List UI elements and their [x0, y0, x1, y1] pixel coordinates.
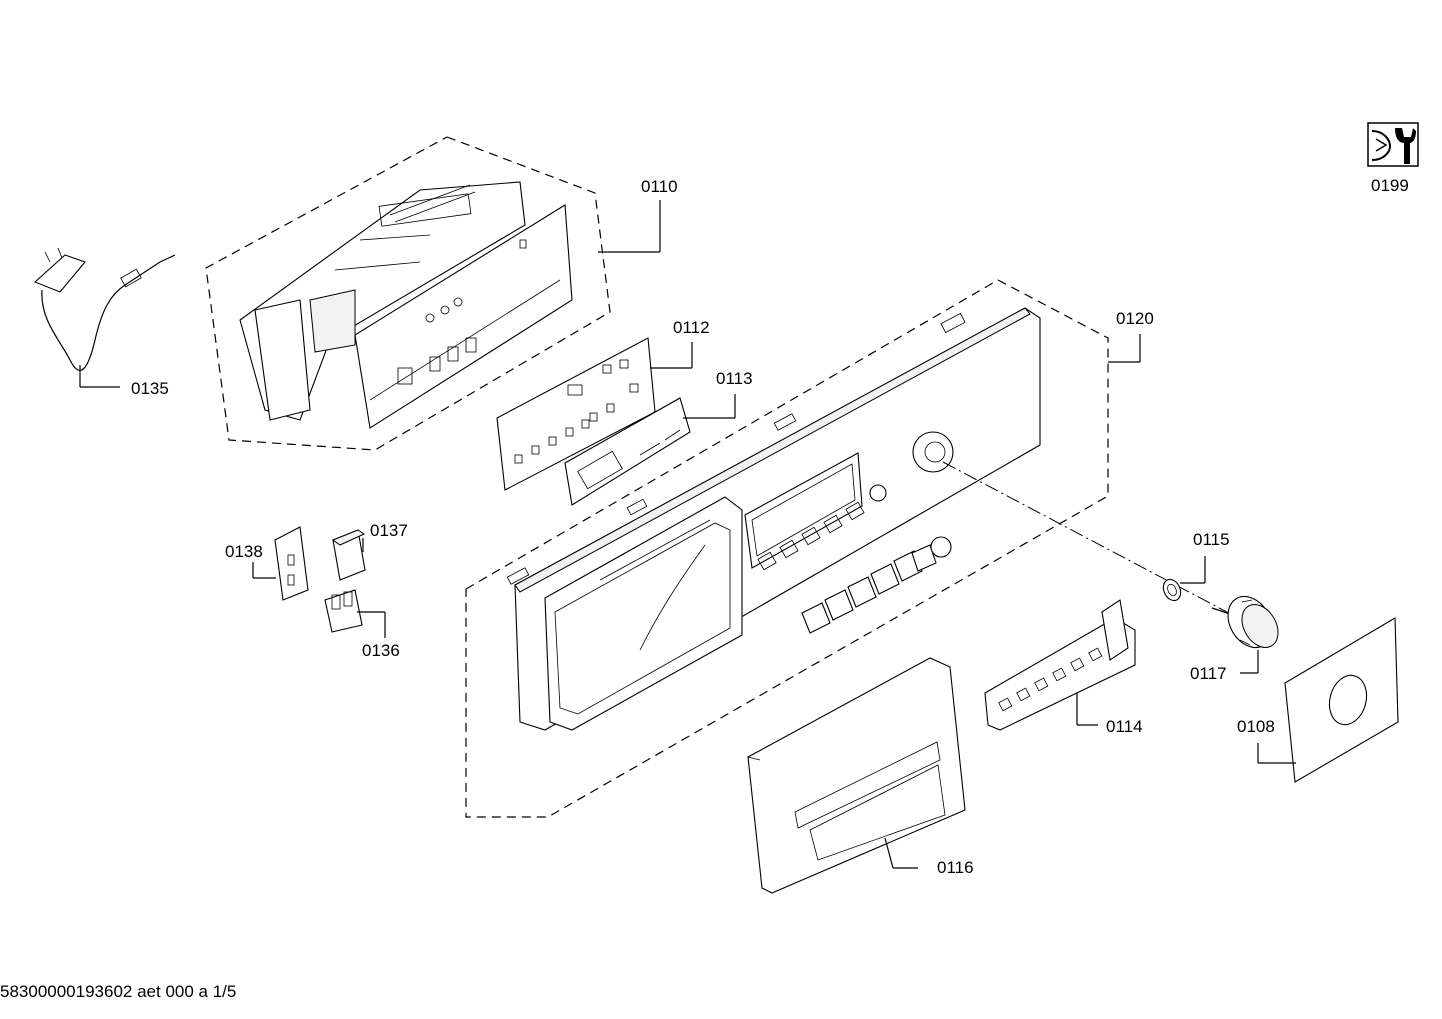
- label-0114: 0114: [1106, 717, 1143, 736]
- drawer-handle-0116: [747, 657, 966, 894]
- label-0110: 0110: [641, 177, 678, 196]
- label-0108: 0108: [1237, 717, 1275, 736]
- label-0115: 0115: [1193, 530, 1230, 549]
- label-0137: 0137: [370, 521, 408, 540]
- wrench-tool-icon: [1367, 122, 1419, 167]
- led-carrier: [564, 397, 691, 506]
- push-button-row: [801, 536, 952, 634]
- label-0135: 0135: [131, 379, 169, 398]
- filter-capacitor-0137: [331, 529, 366, 581]
- programme-knob-0117: [1211, 596, 1279, 648]
- decor-foil-0108: [1284, 617, 1399, 783]
- knob-adapter-0115: [1162, 578, 1182, 602]
- bracket-0138: [274, 526, 309, 601]
- label-0138: 0138: [225, 542, 263, 561]
- label-0120: 0120: [1116, 309, 1154, 328]
- button-carrier-0114: [984, 599, 1136, 731]
- label-0116: 0116: [937, 858, 974, 877]
- label-0117: 0117: [1190, 664, 1227, 683]
- label-0113: 0113: [716, 369, 753, 388]
- mains-power-cable: [33, 247, 176, 371]
- control-module-group: [205, 136, 611, 451]
- label-0136: 0136: [362, 641, 400, 660]
- door-lock-0136: [324, 589, 363, 633]
- fascia-panel-group: [465, 279, 1109, 818]
- drawing-id-footer: 58300000193602 aet 000 a 1/5: [0, 982, 237, 1001]
- label-0199: 0199: [1371, 176, 1409, 195]
- label-0112: 0112: [673, 318, 710, 337]
